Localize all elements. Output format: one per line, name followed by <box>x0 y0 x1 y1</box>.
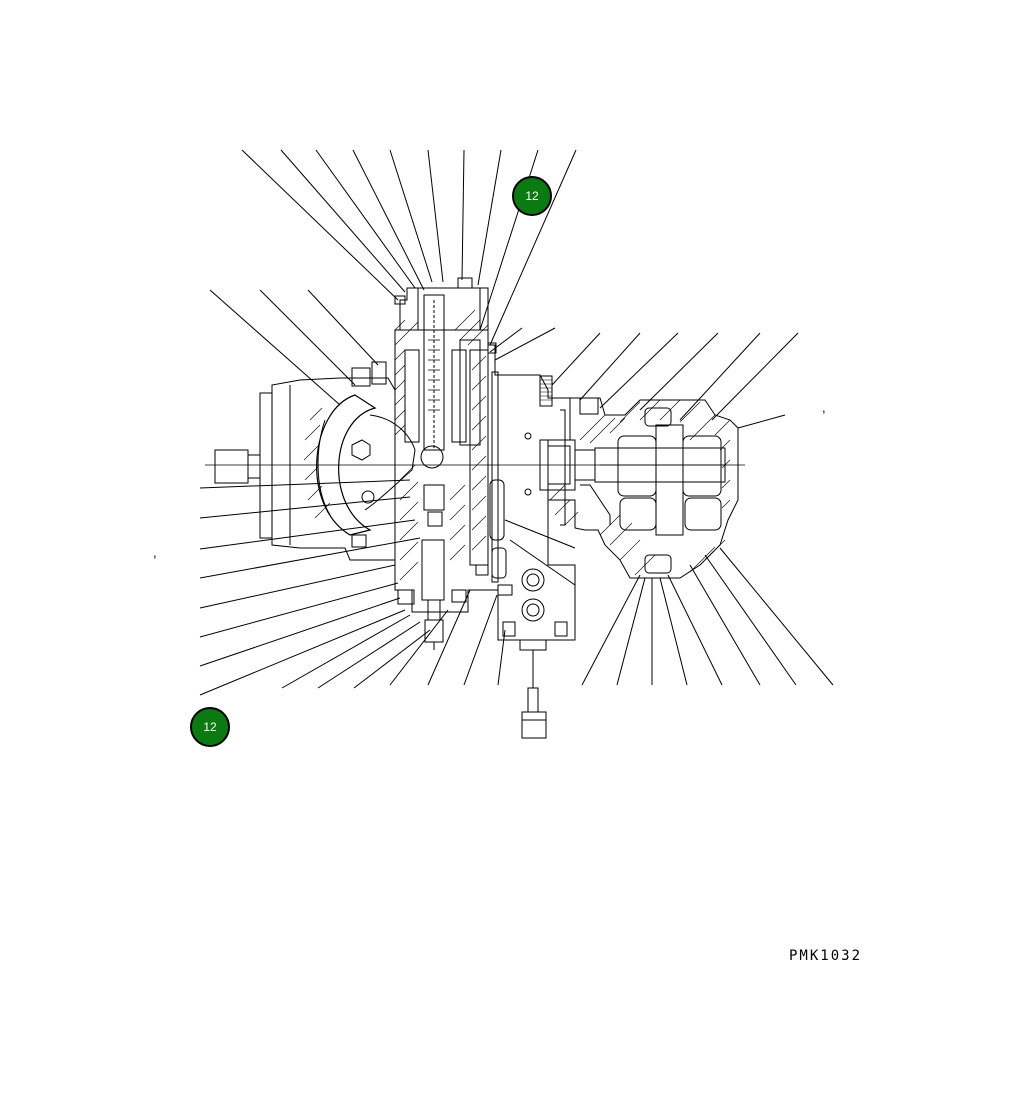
leader-lines-top-right <box>551 332 799 429</box>
hatched-sections <box>303 309 489 581</box>
leader-lines-bottom <box>281 519 834 689</box>
central-body <box>394 277 599 650</box>
tick-mark-right: , <box>822 400 826 415</box>
right-pump-section <box>539 397 739 579</box>
bottom-valve-block <box>497 568 568 739</box>
leader-lines-left <box>199 479 421 696</box>
tick-mark-left: , <box>153 545 157 560</box>
callout-bubble-top[interactable]: 12 <box>512 176 552 216</box>
right-hatching <box>549 399 731 576</box>
left-port-fitting <box>214 449 261 484</box>
callout-bubble-bottom[interactable]: 12 <box>190 707 230 747</box>
drawing-reference: PMK1032 <box>789 948 863 964</box>
